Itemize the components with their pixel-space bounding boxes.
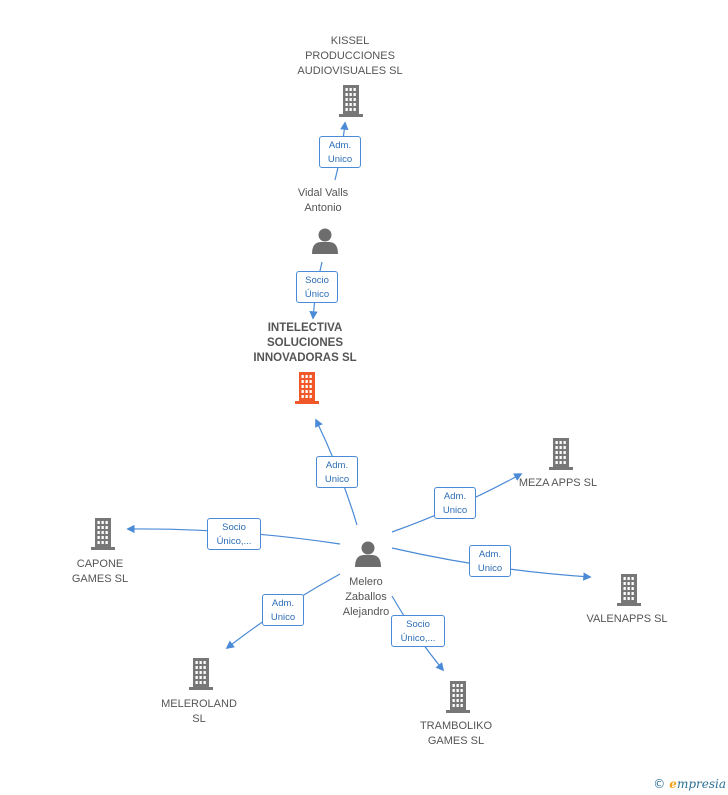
relation-label-line: Unico: [270, 612, 296, 623]
relation-label-line: Adm.: [478, 549, 502, 560]
node-label-line: INNOVADORAS SL: [253, 352, 357, 364]
relation-label-line: Único,...: [216, 536, 252, 547]
node-label-line: KISSEL: [330, 35, 370, 47]
relation-label-line: Único,...: [400, 633, 436, 644]
node-label-line: GAMES SL: [71, 573, 129, 585]
node-label-line: Zaballos: [345, 591, 387, 603]
relation-label-line: Adm.: [443, 491, 467, 502]
relation-label-melero-meleroland[interactable]: Adm. Unico: [262, 594, 304, 626]
node-label-line: INTELECTIVA: [267, 322, 343, 334]
node-label-line: MEZA APPS SL: [518, 477, 598, 489]
relation-label-line: Unico: [327, 154, 353, 165]
node-label-line: GAMES SL: [427, 735, 485, 747]
building-icon-valenapps[interactable]: [617, 574, 641, 606]
brand-name: mpresia: [676, 777, 726, 791]
relation-label-line: Único: [304, 289, 330, 300]
relation-label-line: Unico: [324, 474, 350, 485]
icons-layer: [91, 85, 641, 713]
node-label-line: MELEROLAND: [161, 698, 237, 710]
node-label-line: TRAMBOLIKO: [419, 720, 493, 732]
relation-label-line: Socio: [406, 619, 430, 630]
building-icon-intelectiva[interactable]: [295, 372, 319, 404]
relation-label-line: Unico: [477, 563, 503, 574]
node-label-kissel[interactable]: KISSEL PRODUCCIONES AUDIOVISUALES SL: [297, 34, 402, 79]
person-icon-vidal[interactable]: [312, 228, 338, 255]
relation-label-melero-valenapps[interactable]: Adm. Unico: [469, 545, 511, 577]
building-icon-meleroland[interactable]: [189, 658, 213, 690]
node-label-capone[interactable]: CAPONE GAMES SL: [72, 557, 128, 587]
relation-label-line: Adm.: [325, 460, 349, 471]
node-label-line: Vidal Valls: [297, 187, 349, 199]
relation-label-line: Unico: [442, 505, 468, 516]
node-label-line: AUDIOVISUALES SL: [297, 65, 403, 77]
node-label-line: Melero: [349, 576, 383, 588]
copyright-symbol: ©: [653, 777, 666, 791]
node-label-meza[interactable]: MEZA APPS SL: [519, 476, 597, 491]
node-label-intelectiva[interactable]: INTELECTIVA SOLUCIONES INNOVADORAS SL: [253, 321, 356, 366]
node-label-tramboliko[interactable]: TRAMBOLIKO GAMES SL: [420, 719, 492, 749]
relation-label-melero-intelectiva[interactable]: Adm. Unico: [316, 456, 358, 488]
person-icon-melero[interactable]: [355, 541, 381, 568]
node-label-line: Alejandro: [342, 606, 390, 618]
brand-initial: e: [669, 777, 677, 791]
node-label-meleroland[interactable]: MELEROLAND SL: [161, 697, 237, 727]
node-label-line: VALENAPPS SL: [586, 613, 668, 625]
relation-label-vidal-kissel[interactable]: Adm. Unico: [319, 136, 361, 168]
node-label-valenapps[interactable]: VALENAPPS SL: [586, 612, 667, 627]
node-label-line: PRODUCCIONES: [305, 50, 395, 62]
building-icon-kissel[interactable]: [339, 85, 363, 117]
building-icon-capone[interactable]: [91, 518, 115, 550]
node-label-line: CAPONE: [76, 558, 124, 570]
relation-label-line: Adm.: [328, 140, 352, 151]
relation-label-line: Socio: [305, 275, 329, 286]
node-label-line: SOLUCIONES: [266, 337, 344, 349]
building-icon-meza[interactable]: [549, 438, 573, 470]
node-label-line: Antonio: [304, 202, 342, 214]
relation-label-line: Adm.: [271, 598, 295, 609]
relation-label-melero-meza[interactable]: Adm. Unico: [434, 487, 476, 519]
building-icon-tramboliko[interactable]: [446, 681, 470, 713]
brand-watermark: ©empresia: [653, 777, 726, 791]
relation-label-line: Socio: [222, 522, 246, 533]
node-label-line: SL: [192, 713, 206, 725]
